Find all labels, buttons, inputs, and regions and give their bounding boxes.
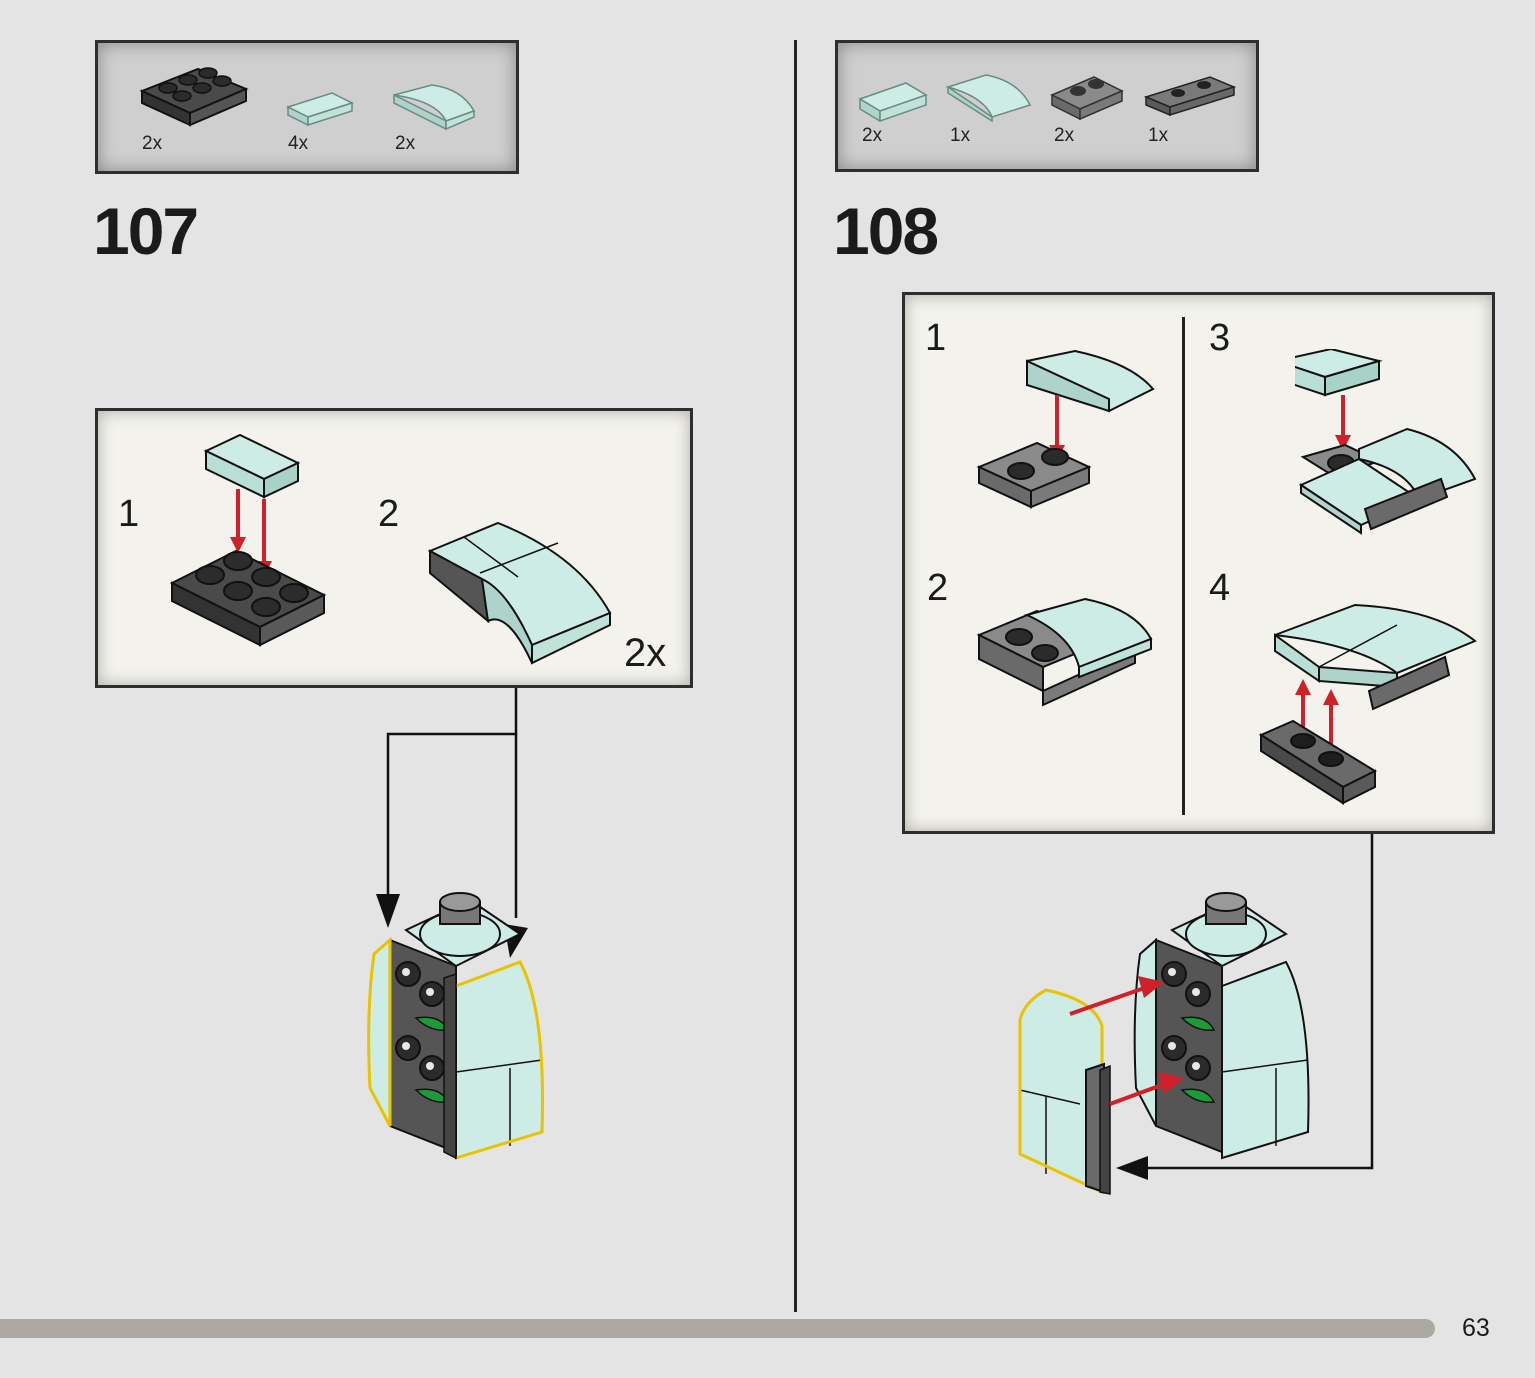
substep-number: 1 bbox=[118, 493, 140, 535]
subassembly-box-107: 1 2 2x bbox=[95, 408, 693, 688]
jumper-plate-1x3-icon bbox=[1143, 76, 1237, 117]
rail-plate-icon bbox=[1050, 76, 1124, 121]
substep3-illustration bbox=[1295, 349, 1477, 535]
assembly-model-107 bbox=[367, 892, 545, 1160]
substep-number: 1 bbox=[925, 317, 947, 359]
part-quantity: 1x bbox=[1148, 125, 1169, 146]
substep2-illustration bbox=[428, 521, 612, 665]
substep-number: 4 bbox=[1209, 567, 1231, 609]
multiplier-label: 2x bbox=[624, 631, 667, 675]
subassembly-box-108: 1 2 3 4 bbox=[902, 292, 1495, 834]
part-quantity: 1x bbox=[950, 125, 971, 146]
tile-1x2-icon bbox=[858, 82, 928, 123]
page-number: 63 bbox=[1462, 1314, 1490, 1342]
substep1-illustration bbox=[976, 349, 1155, 509]
substep1-illustration bbox=[169, 433, 327, 647]
tile-1x2-icon bbox=[286, 92, 354, 127]
substep-number: 2 bbox=[378, 493, 400, 535]
substep4-illustration bbox=[1258, 603, 1477, 805]
curved-slope-2x2-icon bbox=[945, 74, 1032, 123]
callout-arrow-108 bbox=[1116, 834, 1374, 1180]
assembly-model-108 bbox=[1018, 892, 1310, 1195]
part-quantity: 2x bbox=[1054, 125, 1075, 146]
parts-list-108: 2x 1x 2x 1x bbox=[835, 40, 1259, 172]
substep-number: 3 bbox=[1209, 317, 1231, 359]
parts-list-107: 2x 4x 2x bbox=[95, 40, 519, 174]
curved-slope-icon bbox=[393, 84, 476, 131]
substep-number: 2 bbox=[927, 567, 949, 609]
step-number-107: 107 bbox=[93, 194, 199, 268]
dark-plate-2x3-icon bbox=[139, 67, 249, 127]
substep2-illustration bbox=[976, 597, 1153, 707]
part-quantity: 2x bbox=[142, 133, 163, 154]
substep-divider bbox=[1182, 317, 1185, 815]
part-quantity: 4x bbox=[288, 133, 309, 154]
part-quantity: 2x bbox=[862, 125, 883, 146]
page-divider bbox=[794, 40, 797, 1312]
part-quantity: 2x bbox=[395, 133, 416, 154]
step-number-108: 108 bbox=[833, 194, 939, 268]
callout-arrows-107 bbox=[376, 688, 528, 958]
page-footer-bar bbox=[0, 1319, 1435, 1338]
